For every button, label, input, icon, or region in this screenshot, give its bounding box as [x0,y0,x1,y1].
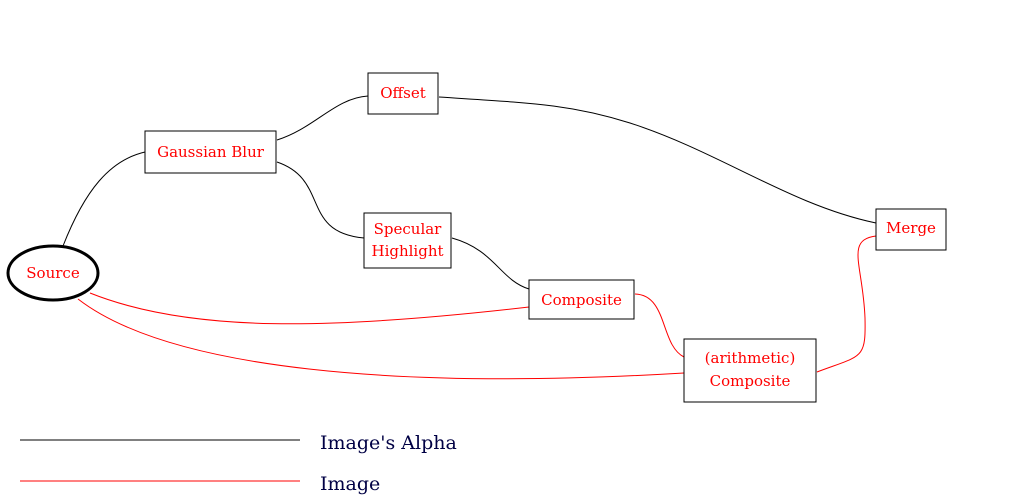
node-gaussian-blur-label: Gaussian Blur [157,143,265,161]
node-specular-highlight-box [363,212,452,269]
node-merge: Merge [875,208,947,251]
node-arithmetic-composite-label-line2: Composite [710,372,791,390]
node-offset-box [367,72,439,115]
node-composite: Composite [528,279,635,320]
node-offset: Offset [367,72,439,115]
node-merge-box [875,208,947,251]
edge-arith-composite-to-merge [816,235,877,373]
edge-source-to-arith-composite [77,298,685,380]
node-arithmetic-composite: (arithmetic) Composite [683,338,817,403]
edge-gaussian-blur-to-offset [276,95,369,141]
node-specular-highlight: Specular Highlight [363,212,452,269]
node-source-shape [6,244,100,302]
legend-image-label: Image [320,473,380,495]
node-source-label: Source [26,264,80,282]
edge-composite-to-arith-composite [634,293,685,358]
node-source: Source [6,244,100,302]
node-specular-highlight-label-line1: Specular [374,220,443,238]
node-offset-label: Offset [380,84,426,102]
edge-specular-to-composite [451,237,530,290]
edge-source-to-gaussian-blur [62,151,146,247]
node-gaussian-blur-box [144,130,277,174]
node-gaussian-blur: Gaussian Blur [144,130,277,174]
node-composite-box [528,279,635,320]
edge-offset-to-merge [438,96,877,224]
node-specular-highlight-label-line2: Highlight [371,242,443,260]
edge-source-to-composite [89,292,530,325]
node-composite-label: Composite [541,291,622,309]
edge-gaussian-blur-to-specular [276,161,365,239]
node-arithmetic-composite-label-line1: (arithmetic) [705,349,796,367]
legend: Image's Alpha Image [20,432,457,495]
legend-alpha-label: Image's Alpha [320,432,457,454]
node-merge-label: Merge [886,219,936,237]
node-arithmetic-composite-box [683,338,817,403]
